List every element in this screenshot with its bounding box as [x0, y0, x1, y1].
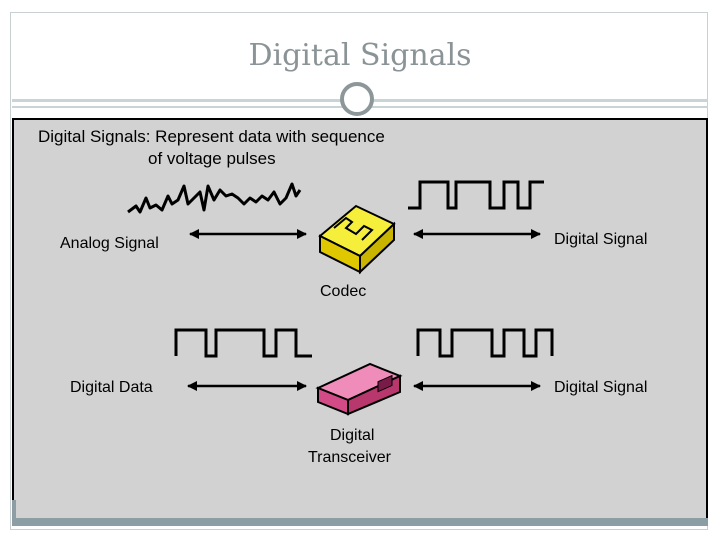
slide-title: Digital Signals: [248, 38, 472, 73]
transceiver-device: [315, 362, 403, 416]
diagram-heading-line2: of voltage pulses: [148, 149, 276, 168]
label-digital-signal-bottom: Digital Signal: [554, 379, 647, 396]
codec-device: [318, 204, 396, 275]
diagram-panel: [12, 118, 708, 520]
label-digital-data: Digital Data: [70, 379, 153, 396]
digital-data-pulse: [174, 328, 312, 358]
slide-left-band: [12, 500, 16, 526]
label-analog-signal: Analog Signal: [60, 235, 159, 252]
digital-signal-pulse-bottom: [416, 328, 554, 358]
label-codec: Codec: [320, 283, 366, 300]
digital-signal-pulse-top: [408, 180, 544, 210]
label-transceiver-line2: Transceiver: [308, 449, 392, 466]
label-transceiver-line1: Digital: [330, 427, 374, 444]
analog-waveform: [127, 182, 302, 214]
diagram-heading-line1: Digital Signals: Represent data with seq…: [38, 127, 385, 146]
slide-bottom-band: [12, 518, 708, 526]
title-ring-ornament: [340, 82, 374, 116]
label-digital-signal-top: Digital Signal: [554, 231, 647, 248]
